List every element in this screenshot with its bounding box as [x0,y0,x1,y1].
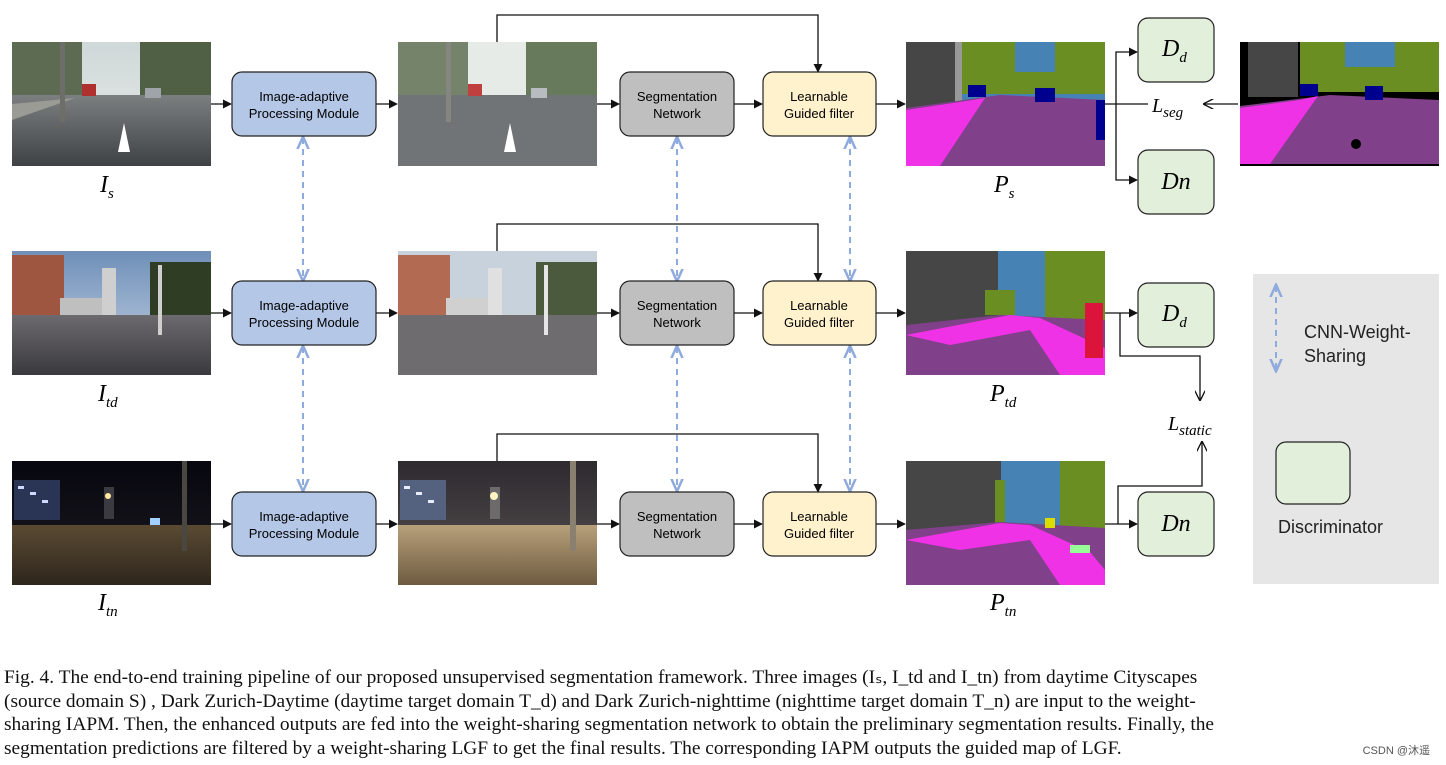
iapm-label-line2: Processing Module [249,315,360,330]
daytime-target-input-image [12,251,211,375]
caption-line-3: sharing IAPM. Then, the enhanced outputs… [4,714,1215,735]
daytime-target-enhanced-image [398,251,597,375]
label-l-seg: Lseg [1151,95,1184,121]
label-l-static: Lstatic [1167,413,1212,439]
source-enhanced-image [398,42,597,166]
caption-line-4: segmentation predictions are filtered by… [4,737,1122,759]
legend-discriminator-swatch [1275,441,1351,505]
label-i-td: Itd [97,381,118,411]
segnet-label-line1: Segmentation [637,89,717,104]
caption-line-2: (source domain S) , Dark Zurich-Daytime … [4,690,1196,712]
weight-sharing-arrows [303,138,850,490]
lgf-label-line1: Learnable [790,509,848,524]
label-i-s: Is [99,172,114,202]
pipeline-diagram: Image-adaptive Processing Module Image-a… [12,14,1439,620]
nighttime-target-enhanced-image [398,461,597,585]
discriminator-dd-row2: Dd [1137,282,1215,348]
label-p-s: Ps [993,172,1015,202]
discriminator-dn-row1: Dn [1137,149,1215,215]
segnet-box-row1: Segmentation Network [619,71,735,137]
legend-weight-sharing-line1: CNN-Weight- [1304,322,1411,342]
segnet-label-line2: Network [653,106,701,121]
lgf-label-line2: Guided filter [784,315,855,330]
watermark: CSDN @沐遥 [1360,742,1432,758]
segnet-label-line2: Network [653,315,701,330]
nighttime-target-input-image [12,461,211,585]
iapm-label-line1: Image-adaptive [259,509,349,524]
discriminator-dd-row1: Dd [1137,17,1215,83]
segnet-box-row3: Segmentation Network [619,491,735,557]
flow-arrows [211,14,1238,529]
caption-line-1: Fig. 4. The end-to-end training pipeline… [4,667,1198,688]
iapm-label-line1: Image-adaptive [259,89,349,104]
dd-label: Dd [1161,301,1187,331]
dn-label: Dn [1160,511,1190,537]
label-i-tn: Itn [97,590,118,620]
lgf-label-line2: Guided filter [784,106,855,121]
segnet-box-row2: Segmentation Network [619,280,735,346]
lgf-box-row2: Learnable Guided filter [762,280,877,346]
discriminator-dn-row3: Dn [1137,491,1215,557]
lgf-label-line1: Learnable [790,89,848,104]
segmentation-map-ptn [906,461,1105,585]
lgf-label-line1: Learnable [790,298,848,313]
legend-discriminator-label: Discriminator [1278,517,1383,537]
iapm-box-row3: Image-adaptive Processing Module [231,491,377,557]
label-p-td: Ptd [989,381,1017,411]
iapm-label-line2: Processing Module [249,106,360,121]
iapm-label-line1: Image-adaptive [259,298,349,313]
segnet-label-line1: Segmentation [637,509,717,524]
legend-panel: CNN-Weight- Sharing Discriminator [1253,274,1439,584]
segmentation-map-ptd [906,251,1105,375]
dd-label: Dd [1161,36,1187,66]
source-input-image [12,42,211,166]
iapm-label-line2: Processing Module [249,526,360,541]
segmentation-map-ground-truth [1240,42,1439,166]
lgf-label-line2: Guided filter [784,526,855,541]
dn-label: Dn [1160,169,1190,195]
label-p-tn: Ptn [989,590,1016,620]
segmentation-map-ps [906,42,1105,166]
iapm-box-row1: Image-adaptive Processing Module [231,71,377,137]
lgf-box-row3: Learnable Guided filter [762,491,877,557]
segnet-label-line2: Network [653,526,701,541]
legend-weight-sharing-line2: Sharing [1304,346,1366,366]
figure-caption: Fig. 4. The end-to-end training pipeline… [4,666,1442,760]
segnet-label-line1: Segmentation [637,298,717,313]
iapm-box-row2: Image-adaptive Processing Module [231,280,377,346]
lgf-box-row1: Learnable Guided filter [762,71,877,137]
